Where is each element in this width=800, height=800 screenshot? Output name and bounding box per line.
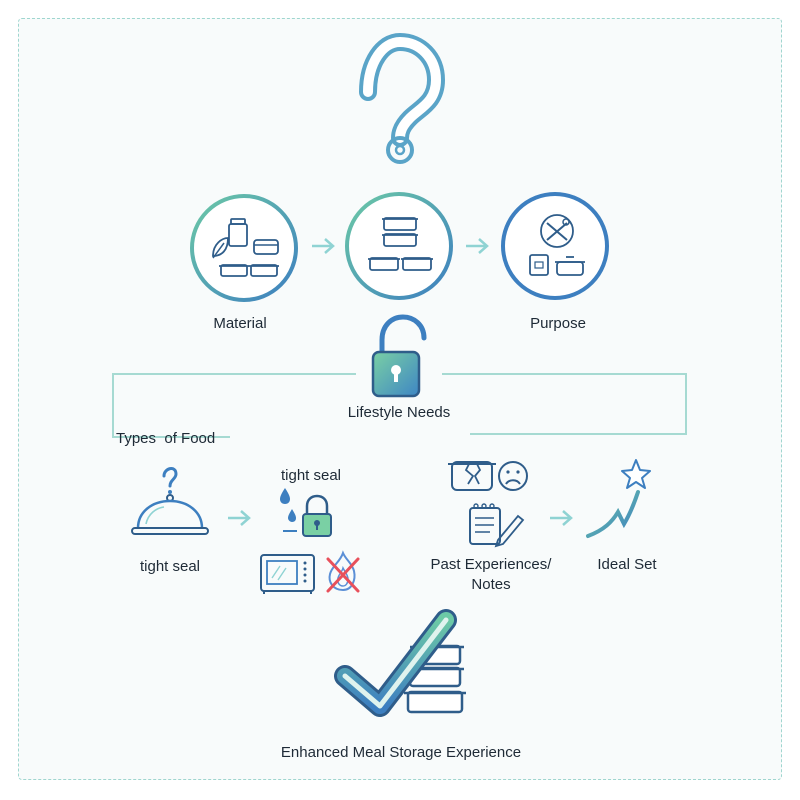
past-experiences-line2: Notes xyxy=(471,576,511,593)
containers-stack-icon xyxy=(345,192,453,300)
arrow-right-icon xyxy=(312,238,335,254)
lifestyle-needs-label: Lifestyle Needs xyxy=(347,404,451,421)
material-circle-icon xyxy=(190,194,298,302)
past-experiences-label: Past Experiences/ Notes xyxy=(431,555,552,595)
purpose-circle-icon xyxy=(501,192,609,300)
sad-face-icon xyxy=(498,461,528,491)
enhanced-experience-label: Enhanced Meal Storage Experience xyxy=(280,744,522,761)
arrow-right-icon xyxy=(466,238,489,254)
tight-seal-left-label: tight seal xyxy=(139,558,201,575)
notepad-pencil-icon xyxy=(469,503,525,548)
material-label: Material xyxy=(213,315,267,332)
ideal-set-label: Ideal Set xyxy=(597,556,657,573)
star-swoosh-icon xyxy=(586,459,651,538)
purpose-label: Purpose xyxy=(530,315,586,332)
tight-seal-top-label: tight seal xyxy=(280,467,342,484)
open-lock-icon xyxy=(371,314,427,398)
arrow-right-icon xyxy=(228,510,251,526)
lifestyle-bracket xyxy=(112,373,687,438)
checkmark-containers-icon xyxy=(334,609,466,717)
microwave-icon xyxy=(260,554,315,594)
question-mark-icon xyxy=(359,32,446,164)
arrow-right-icon xyxy=(550,510,573,526)
types-of-food-label: Types of Food xyxy=(116,430,216,447)
water-drop-lock-icon xyxy=(280,488,332,537)
serving-cloche-icon xyxy=(131,467,209,535)
broken-container-icon xyxy=(448,461,496,491)
no-flame-icon xyxy=(326,550,360,593)
past-experiences-line1: Past Experiences/ xyxy=(430,556,552,573)
